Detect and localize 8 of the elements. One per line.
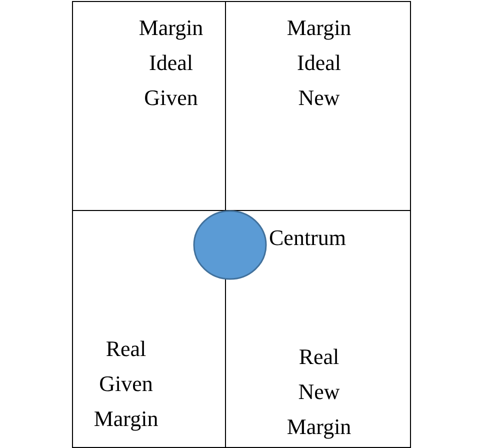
quadrant-text: Margin Ideal New [286, 14, 352, 112]
circle-label: Centrum [269, 225, 346, 251]
quadrant-text: Real Given Margin [94, 335, 158, 433]
quadrant-text: Real New Margin [286, 343, 352, 441]
quadrant-cell [225, 1, 411, 211]
quadrant-cell [225, 210, 411, 448]
quadrant-cell [72, 1, 226, 211]
quadrant-text: Margin Ideal Given [138, 14, 204, 112]
